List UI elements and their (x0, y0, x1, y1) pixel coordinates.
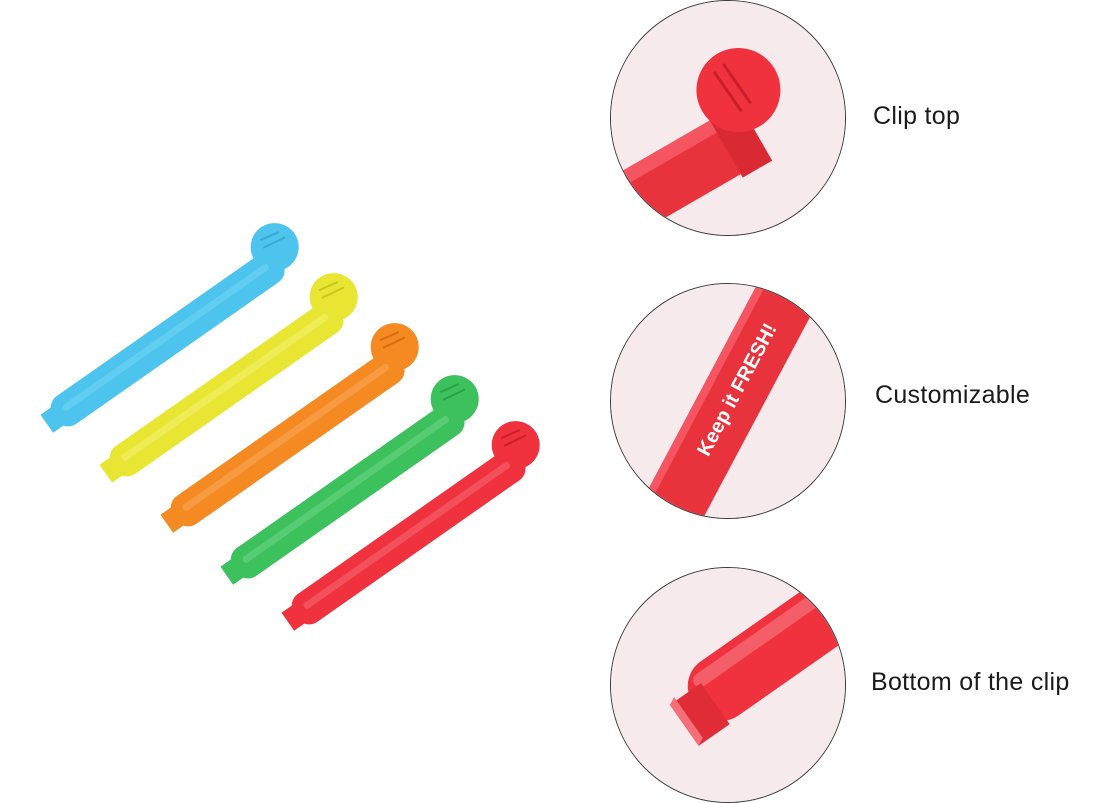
clip-red (266, 411, 554, 636)
caption-clip-top: Clip top (873, 102, 961, 130)
clip-green (205, 365, 493, 590)
clip-set-image (25, 213, 554, 636)
clip-bottom-detail (610, 567, 846, 803)
clip-top-detail (610, 0, 846, 236)
clip-blue (25, 213, 313, 438)
clip-orange (145, 313, 433, 538)
customizable-detail: Keep it FRESH! LOVE (610, 283, 846, 519)
caption-bottom-of-clip: Bottom of the clip (871, 668, 1070, 696)
caption-customizable: Customizable (875, 381, 1031, 409)
clip-yellow (84, 263, 372, 488)
